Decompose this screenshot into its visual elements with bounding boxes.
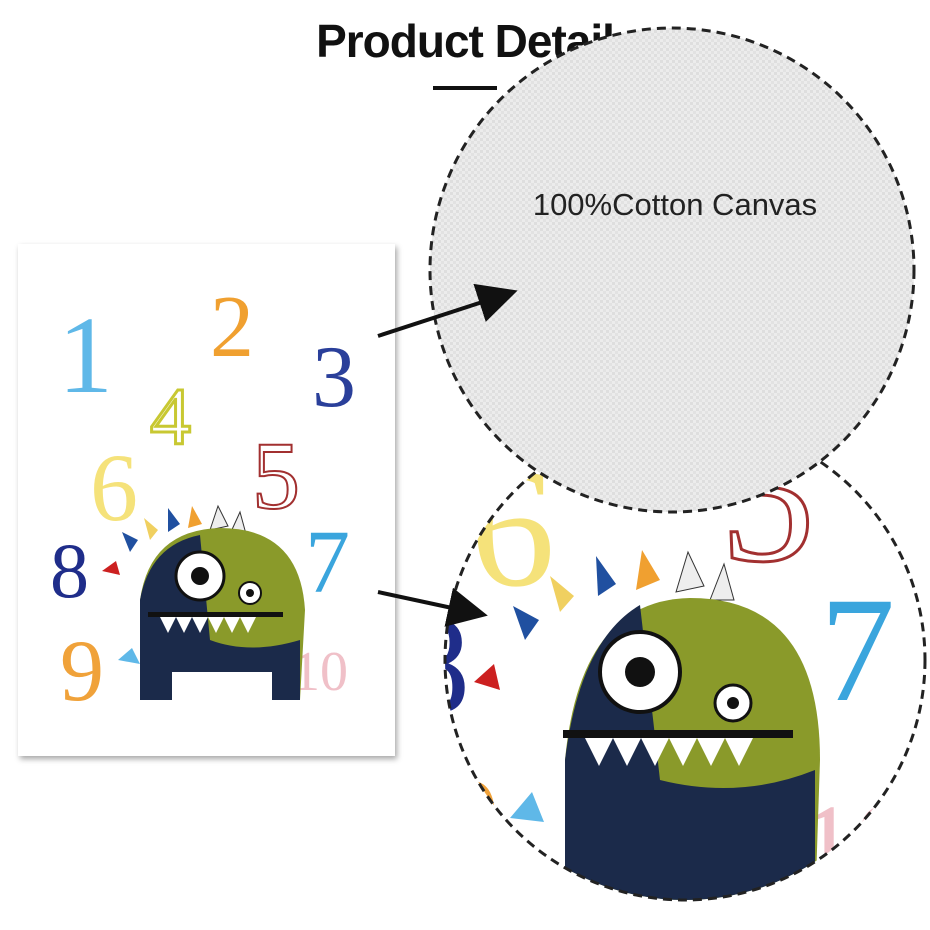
zoom-number-9: 9 xyxy=(440,753,500,886)
fabric-texture-circle xyxy=(428,26,916,514)
title-underline xyxy=(433,86,497,90)
poster-number-6: 6 xyxy=(90,434,138,541)
poster-number-9: 9 xyxy=(60,623,104,720)
arrow-to-fabric-icon xyxy=(377,283,518,338)
zoom-monster xyxy=(474,550,820,900)
poster-monster xyxy=(102,504,305,700)
poster-monster-spikes xyxy=(102,504,247,575)
poster-number-4: 4 xyxy=(150,371,191,462)
poster-number-2: 2 xyxy=(210,279,254,376)
poster-number-7: 7 xyxy=(305,513,350,612)
zoom-detail-circle: 6 5 7 8 9 10 xyxy=(440,418,927,902)
poster-number-1: 1 xyxy=(58,294,113,416)
poster: 1 2 3 4 5 6 7 8 9 10 xyxy=(18,244,395,756)
zoom-number-7: 7 xyxy=(820,567,895,733)
canvas-material-label: 100%Cotton Canvas xyxy=(532,187,818,222)
poster-number-8: 8 xyxy=(50,527,89,614)
arrow-to-zoom-icon xyxy=(377,587,488,627)
poster-number-3: 3 xyxy=(312,329,356,426)
poster-number-5: 5 xyxy=(252,422,300,529)
